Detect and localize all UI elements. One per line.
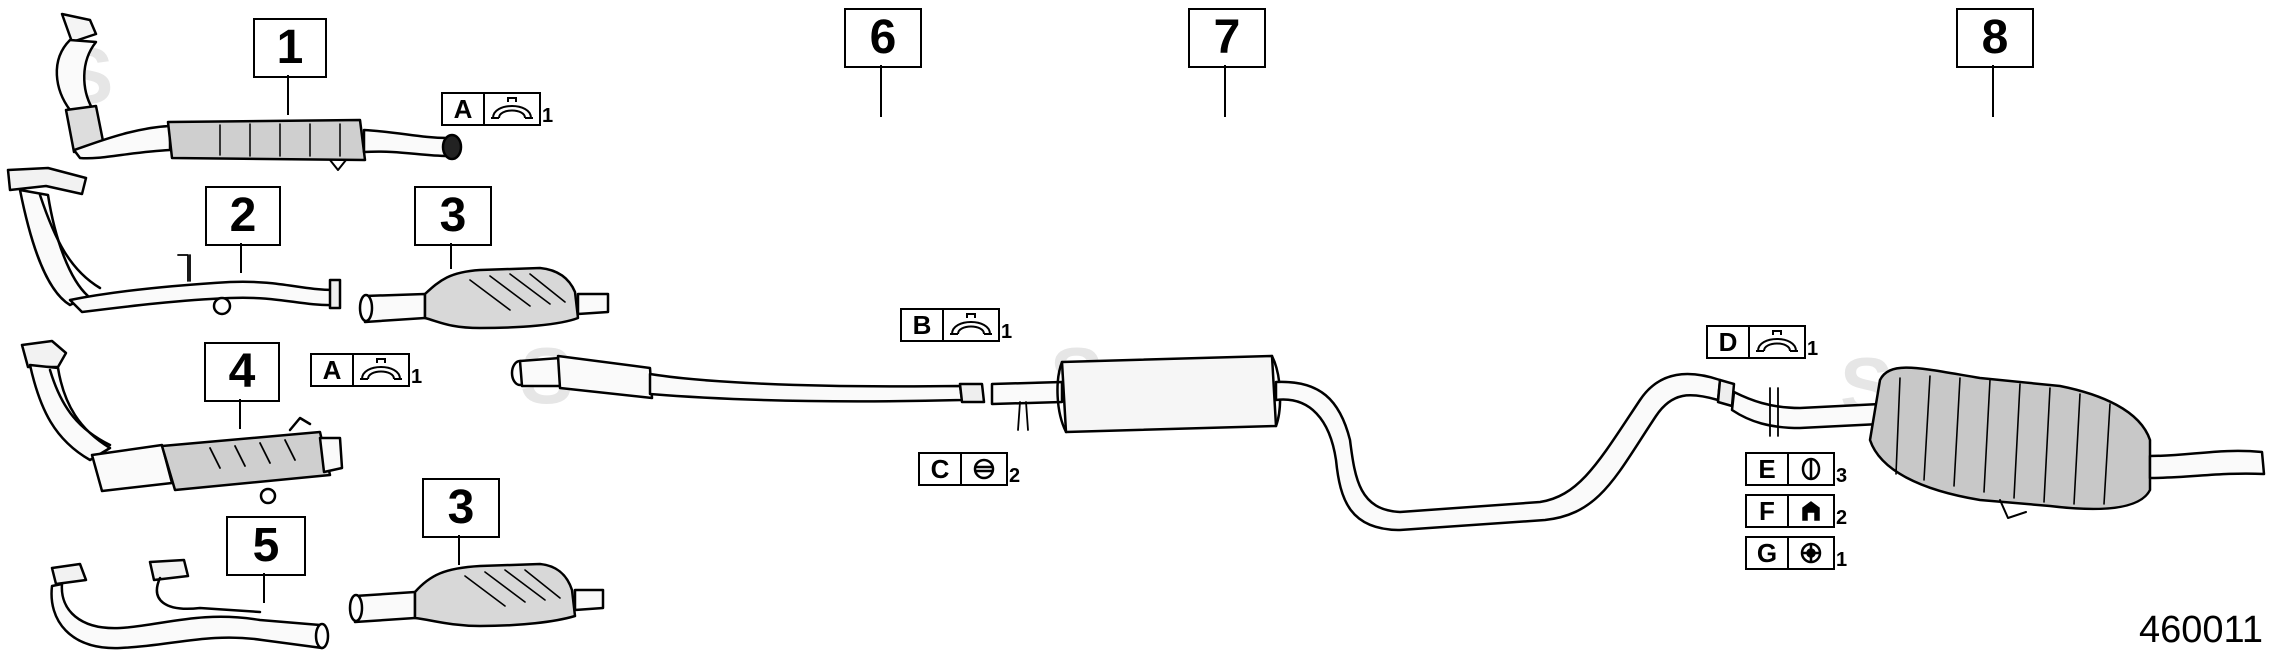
hardware-ref-g[interactable]: G 1 [1745,536,1847,570]
hardware-quantity: 3 [1836,465,1848,487]
hardware-letter: E [1745,452,1789,486]
rubber-ring-icon [962,452,1008,486]
hardware-quantity: 2 [1009,465,1021,487]
clamp-icon [1750,325,1806,359]
nut-icon [1789,536,1835,570]
clamp-icon [485,92,541,126]
part-1-front-pipe-catalyst [55,12,463,171]
callout-part-1[interactable]: 1 [253,18,327,78]
part-5-y-pipe [50,558,330,650]
hardware-letter: C [918,452,962,486]
hardware-letter: F [1745,494,1789,528]
clamp-icon [354,353,410,387]
clamp-icon [944,308,1000,342]
leader-line-part-5 [263,573,265,603]
callout-part-2[interactable]: 2 [205,186,281,246]
hardware-quantity: 1 [411,366,423,388]
callout-part-3-upper[interactable]: 3 [414,186,492,246]
hardware-letter: G [1745,536,1789,570]
leader-line-part-3-lower [458,535,460,565]
callout-part-6[interactable]: 6 [844,8,922,68]
part-8-rear-muffler [1730,366,2266,519]
callout-part-7[interactable]: 7 [1188,8,1266,68]
leader-line-part-6 [880,65,882,117]
document-number: 460011 [2139,609,2263,651]
callout-part-4[interactable]: 4 [204,342,280,402]
leader-line-part-8 [1992,65,1994,117]
hardware-ref-b[interactable]: B 1 [900,308,1012,342]
hardware-ref-a-lower[interactable]: A 1 [310,353,422,387]
callout-part-3-lower[interactable]: 3 [422,478,500,538]
hardware-ref-f[interactable]: F 2 [1745,494,1847,528]
leader-line-part-1 [287,75,289,115]
hardware-ref-e[interactable]: E 3 [1745,452,1847,486]
leader-line-part-3-upper [450,243,452,269]
bracket-icon [1789,494,1835,528]
part-6-front-pipe [510,354,986,404]
hardware-ref-d[interactable]: D 1 [1706,325,1818,359]
hardware-letter: B [900,308,944,342]
hardware-ref-a-upper[interactable]: A 1 [441,92,553,126]
part-4-manifold-catalyst [20,339,344,505]
hanger-ring-icon [1789,452,1835,486]
part-2-manifold-pipe [6,166,342,316]
hardware-ref-c[interactable]: C 2 [918,452,1020,486]
hardware-quantity: 1 [1836,549,1848,571]
hardware-letter: D [1706,325,1750,359]
leader-line-part-2 [240,243,242,273]
hardware-quantity: 1 [1807,338,1819,360]
leader-line-part-7 [1224,65,1226,117]
hardware-letter: A [310,353,354,387]
hardware-quantity: 1 [542,105,554,127]
part-3-catalytic-converter-lower [348,562,605,628]
part-3-catalytic-converter-upper [358,266,610,330]
callout-part-8[interactable]: 8 [1956,8,2034,68]
part-7-centre-muffler [990,354,1736,532]
hardware-letter: A [441,92,485,126]
callout-part-5[interactable]: 5 [226,516,306,576]
hardware-quantity: 2 [1836,507,1848,529]
hardware-quantity: 1 [1001,321,1013,343]
leader-line-part-4 [239,399,241,429]
